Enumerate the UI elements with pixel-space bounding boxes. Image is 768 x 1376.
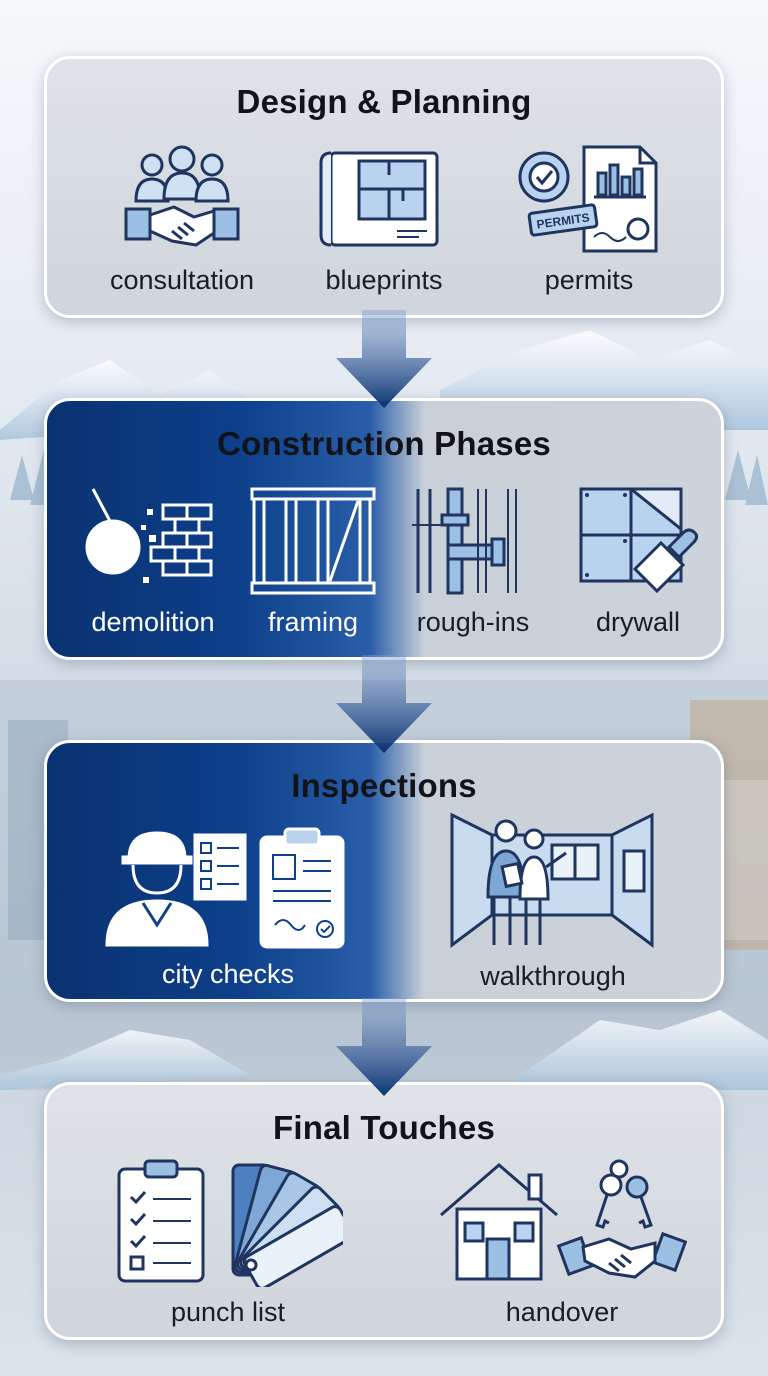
item-rough-ins: rough-ins (393, 485, 553, 638)
stage-title: Design & Planning (236, 83, 532, 120)
flow-arrow-2 (336, 655, 432, 753)
wood-frame-icon (250, 487, 376, 595)
item-label: blueprints (325, 265, 443, 295)
stage-title: Final Touches (272, 1109, 495, 1146)
stage-design-planning: Design & Planning consultation blueprint… (44, 56, 724, 318)
item-label: drywall (595, 607, 681, 637)
flow-arrow-1 (336, 310, 432, 408)
blueprint-icon (319, 151, 439, 247)
permit-document-icon: PERMITS (518, 145, 658, 253)
item-label: punch list (170, 1297, 286, 1327)
stage-title: Inspections (291, 767, 477, 804)
item-demolition: demolition (67, 485, 239, 638)
pipes-icon (412, 487, 517, 595)
stage-construction-phases: Construction Phases demolition framing (44, 398, 724, 660)
flow-arrow-3 (336, 998, 432, 1096)
item-blueprints: blueprints (309, 143, 459, 296)
item-framing: framing (243, 485, 383, 638)
item-label: walkthrough (480, 961, 626, 991)
item-label: rough-ins (416, 607, 530, 637)
item-walkthrough: walkthrough (443, 811, 663, 992)
handshake-group-icon (124, 145, 240, 247)
item-punch-list: punch list (113, 1157, 343, 1328)
item-label: framing (267, 607, 359, 637)
item-label: handover (505, 1297, 619, 1327)
stage-final-touches: Final Touches punch list (44, 1082, 724, 1340)
couple-room-icon (450, 812, 654, 948)
item-label: demolition (91, 607, 215, 637)
checklist-swatches-icon (117, 1159, 343, 1287)
wrecking-ball-icon (85, 488, 213, 583)
item-label: permits (544, 265, 634, 295)
item-permits: PERMITS permits (509, 143, 669, 296)
item-handover: handover (437, 1157, 687, 1328)
item-label: city checks (161, 959, 295, 989)
item-drywall: drywall (563, 485, 713, 638)
item-label: consultation (109, 265, 255, 295)
stage-title: Construction Phases (217, 425, 551, 462)
drywall-trowel-icon (579, 487, 699, 594)
inspector-clipboard-icon (105, 827, 345, 949)
house-keys-handshake-icon (440, 1159, 687, 1281)
item-city-checks: city checks (103, 825, 353, 990)
stage-inspections: Inspections city checks (44, 740, 724, 1002)
item-consultation: consultation (107, 143, 257, 296)
